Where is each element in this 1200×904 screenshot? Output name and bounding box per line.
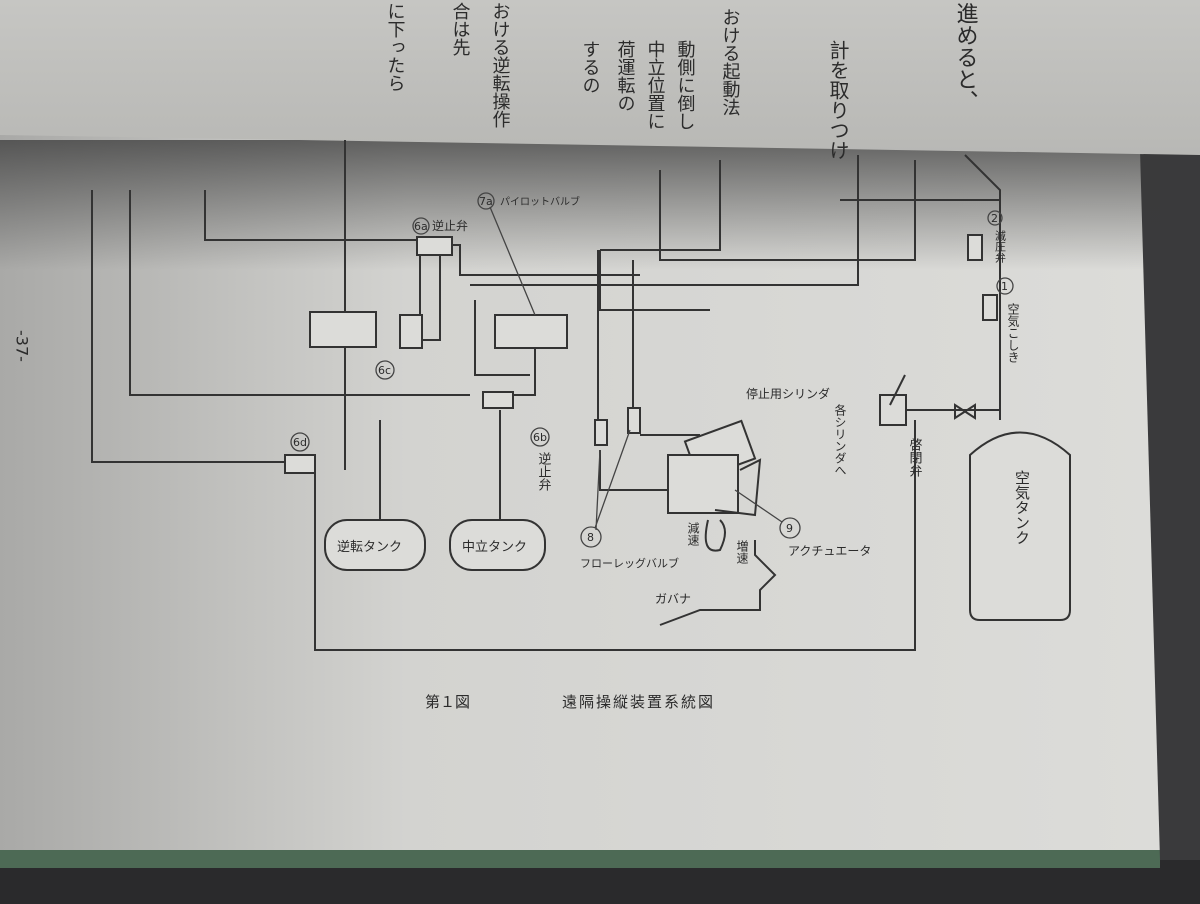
label-stop-cylinder: 停止用シリンダ: [746, 386, 830, 401]
label-air-tank: 空気タンク: [1013, 470, 1031, 545]
upper-column: おける逆転操作: [490, 2, 511, 128]
page-edge: [0, 850, 1160, 868]
label-open-close-valve: 啓閉弁: [907, 438, 923, 477]
label-check-valve-6a: 逆止弁: [432, 218, 468, 233]
upper-column: 動側に倒し: [675, 40, 696, 130]
check-valve-6a-symbol: [416, 236, 453, 256]
flow-leg-valve-symbol: [627, 407, 641, 434]
figure-number: 第１図: [425, 693, 470, 711]
actuator-body: [667, 454, 739, 514]
marker-6a: 6a: [414, 220, 428, 233]
check-valve-6d-symbol: [284, 454, 316, 474]
check-valve-6b-symbol: [482, 391, 514, 409]
open-close-valve-symbol: [879, 394, 907, 426]
upper-column: 中立位置に: [645, 40, 666, 130]
upper-column: おける起動法: [720, 8, 741, 116]
marker-8: 8: [587, 531, 594, 544]
upper-column: 荷運転の: [615, 40, 636, 112]
marker-9: 9: [786, 522, 793, 535]
neutral-tank: [449, 519, 546, 571]
marker-6c: 6c: [378, 364, 391, 377]
lever-icon: [704, 519, 726, 552]
page-number: -37-: [13, 330, 32, 362]
label-governor: ガバナ: [655, 592, 691, 606]
label-pilot-valve: パイロットバルブ: [500, 195, 580, 208]
label-reverse-tank: 逆転タンク: [337, 539, 402, 555]
upper-column: 進めると、: [953, 2, 979, 112]
labels: 逆止弁 パイロットバルブ 逆止弁 逆転タンク 中立タンク フローレッグバルブ 停…: [337, 195, 1031, 606]
label-flow-leg-valve: フローレッグバルブ: [580, 556, 679, 570]
actuator-assembly: [659, 419, 777, 626]
reversing-valve-block: [309, 311, 377, 348]
label-to-each-cylinder: 各シリンダへ: [833, 403, 847, 476]
label-air-filter: 空気こしき: [1006, 303, 1020, 363]
marker-6b: 6b: [533, 431, 547, 444]
label-accelerate: 増速: [735, 540, 749, 564]
upper-column: 計を取りつけ: [826, 40, 850, 160]
marker-6d: 6d: [293, 436, 307, 449]
label-check-valve-6b: 逆止弁: [536, 451, 552, 491]
air-tank: [969, 431, 1071, 621]
figure-title: 遠隔操縦装置系統図: [562, 693, 715, 711]
pipes: [91, 140, 1001, 651]
upper-page: [0, 0, 1200, 155]
upper-column: に下ったら: [385, 2, 406, 92]
pilot-valve-block: [494, 314, 568, 349]
governor-outline: [659, 540, 777, 626]
marker-2: 2: [991, 212, 998, 225]
shutoff-valve-icon: [954, 403, 976, 420]
label-neutral-tank: 中立タンク: [462, 540, 527, 555]
marker-7a: 7a: [479, 195, 493, 208]
markers: 6a 7a 6c 6b 6d 8 9 2 1: [290, 192, 1014, 548]
upper-column: 合は先: [450, 2, 471, 56]
actuator-linkage: [714, 458, 762, 517]
valves: [284, 234, 998, 474]
check-valve-6c-symbol: [399, 314, 423, 349]
label-pressure-reducing-valve: 減圧弁: [994, 229, 1007, 263]
upper-page-text: 進めると、 計を取りつけ おける起動法 動側に倒し 中立位置に 荷運転の するの…: [385, 2, 979, 160]
pressure-reducing-valve-symbol: [967, 234, 983, 261]
air-filter-symbol: [982, 294, 998, 321]
flow-leg-valve-symbol: [594, 419, 608, 446]
marker-1: 1: [1001, 280, 1008, 293]
upper-column: するの: [580, 40, 601, 94]
label-actuator: アクチュエータ: [788, 544, 871, 558]
label-decelerate: 減速: [686, 521, 700, 546]
right-background: [1140, 150, 1200, 860]
reverse-tank: [324, 519, 426, 571]
open-close-valve-handle: [889, 374, 906, 406]
shadow: [0, 140, 1160, 270]
